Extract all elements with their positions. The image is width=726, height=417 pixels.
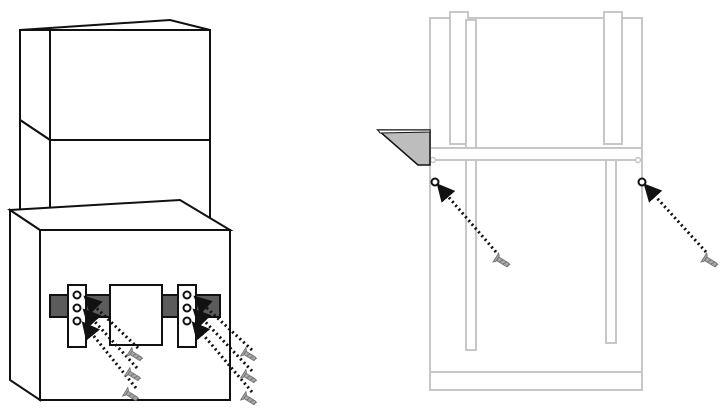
- left-bracket: [67, 284, 87, 348]
- dotted-arrow-icon: [643, 183, 708, 254]
- dotted-arrow-icon: [192, 308, 254, 373]
- hole-icon: [637, 177, 647, 187]
- side-shelf: [376, 129, 431, 166]
- dotted-arrow-icon: [81, 321, 138, 389]
- screws-right: [240, 347, 259, 409]
- screw-icon: [700, 252, 721, 271]
- hole-icon: [429, 156, 437, 164]
- arrow-group-left: [81, 295, 140, 389]
- screw-icon: [240, 347, 259, 365]
- hole-icon: [634, 156, 642, 164]
- screw-icon: [240, 391, 259, 409]
- dotted-arrow-icon: [83, 295, 140, 350]
- back-frame: [429, 11, 643, 391]
- screw-icon: [240, 369, 259, 387]
- arrow-group-right: [191, 295, 254, 393]
- right-panel: [376, 11, 721, 391]
- left-panel: [6, 18, 259, 409]
- top-cabinet: [19, 18, 211, 142]
- right-bracket: [177, 284, 197, 348]
- hole-icon: [430, 177, 440, 187]
